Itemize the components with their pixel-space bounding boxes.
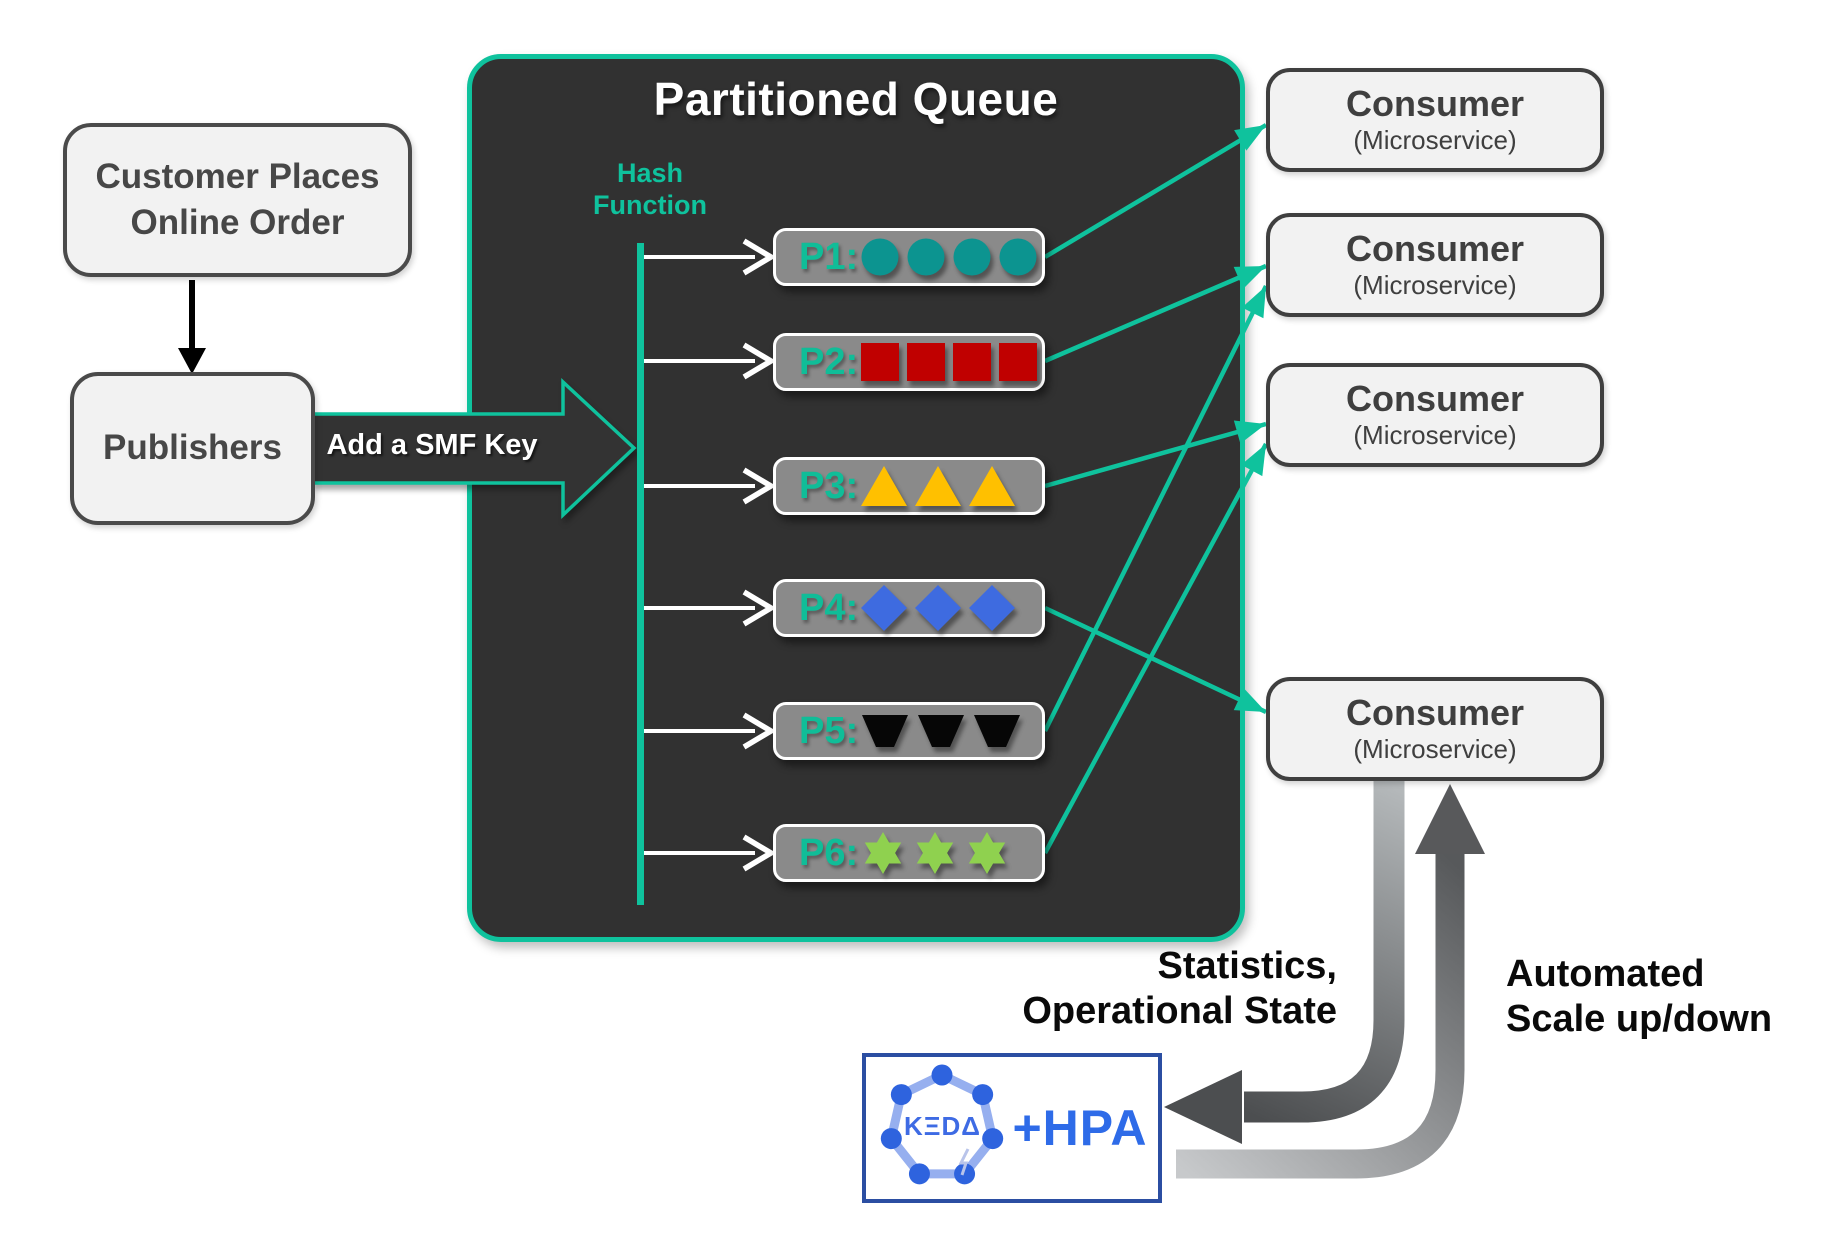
consumer-4-subtitle: (Microservice) <box>1353 734 1517 765</box>
partition-p6-messages <box>861 831 1009 875</box>
statistics-label: Statistics, Operational State <box>1022 945 1337 1032</box>
consumer-1-title: Consumer <box>1345 82 1525 124</box>
consumer-2-title: Consumer <box>1345 227 1525 269</box>
keda-logo-text: KΞDΔ <box>903 1111 981 1141</box>
partition-p4: P4: <box>773 579 1045 637</box>
partition-p2-label: P2: <box>799 341 859 383</box>
autoscale-label: Automated Scale up/down <box>1506 953 1773 1040</box>
partition-p2: P2: <box>773 333 1045 391</box>
consumer-2-subtitle: (Microservice) <box>1353 270 1517 301</box>
hpa-label: +HPA <box>1012 1100 1148 1156</box>
partitioned-queue-title: Partitioned Queue <box>653 73 1059 125</box>
keda-heptagon-icon <box>881 1064 1004 1185</box>
partition-p3-messages <box>861 466 1016 506</box>
consumer-box-4: Consumer (Microservice) <box>1266 677 1604 781</box>
partition-p1-messages <box>861 238 1037 276</box>
partition-p5-messages <box>861 715 1021 747</box>
partition-p3-label: P3: <box>799 465 859 507</box>
consumer-3-title: Consumer <box>1345 377 1525 419</box>
customer-order-box: Customer Places Online Order <box>63 123 412 277</box>
consumer-1-subtitle: (Microservice) <box>1353 125 1517 156</box>
publishers-label: Publishers <box>103 428 282 468</box>
partition-p3: P3: <box>773 457 1045 515</box>
consumer-box-3: Consumer (Microservice) <box>1266 363 1604 467</box>
partition-p6: P6: <box>773 824 1045 882</box>
partition-p1: P1: <box>773 228 1045 286</box>
consumer-box-2: Consumer (Microservice) <box>1266 213 1604 317</box>
customer-order-label: Customer Places Online Order <box>95 156 380 242</box>
keda-lightning-icon <box>959 1148 970 1176</box>
partition-p6-label: P6: <box>799 832 859 874</box>
keda-logo: KΞDΔ <box>876 1063 1008 1193</box>
publishers-box: Publishers <box>70 372 315 525</box>
partition-p4-messages <box>861 585 1016 631</box>
partition-p4-label: P4: <box>799 587 859 629</box>
keda-hpa-box: KΞDΔ +HPA <box>862 1053 1162 1203</box>
partition-p5-label: P5: <box>799 710 859 752</box>
partition-p2-messages <box>861 343 1038 381</box>
consumer-3-subtitle: (Microservice) <box>1353 420 1517 451</box>
customer-to-publishers-arrow <box>178 280 206 374</box>
partition-p1-label: P1: <box>799 236 859 278</box>
smf-key-label: Add a SMF Key <box>326 429 538 461</box>
consumer-4-title: Consumer <box>1345 691 1525 733</box>
hash-function-label: Hash Function <box>593 158 707 220</box>
partition-p5: P5: <box>773 702 1045 760</box>
consumer-box-1: Consumer (Microservice) <box>1266 68 1604 172</box>
